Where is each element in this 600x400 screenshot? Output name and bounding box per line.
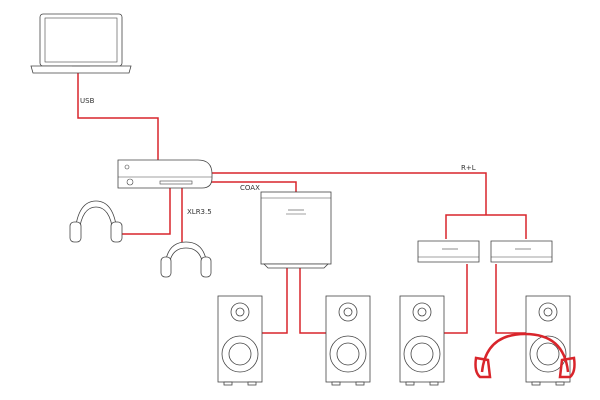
xlr-label: XLR3.5 — [187, 208, 212, 216]
amplifier-icon — [490, 240, 553, 263]
speaker-1-wire — [262, 264, 288, 334]
amp-split-wire — [445, 214, 527, 239]
speaker-icon — [399, 295, 445, 386]
headphones-icon — [474, 332, 576, 379]
speaker-3-wire — [438, 264, 468, 334]
r-plus-l-wire — [208, 172, 487, 215]
speaker-icon — [325, 295, 371, 386]
coax-converter-icon — [260, 191, 332, 269]
headphones-icon — [160, 241, 212, 278]
speaker-icon — [217, 295, 263, 386]
r-plus-l-label: R+L — [461, 164, 476, 172]
laptop-icon — [30, 13, 132, 74]
usb-wire — [77, 73, 159, 163]
wires — [77, 73, 527, 334]
dac-amp-icon — [117, 159, 213, 189]
usb-label: USB — [80, 97, 95, 105]
coax-label: COAX — [240, 184, 260, 192]
coax-wire — [208, 181, 297, 192]
headphones-icon — [69, 200, 123, 243]
speaker-icon — [525, 295, 571, 386]
headphone-1-wire — [118, 186, 171, 235]
amplifier-icon — [417, 240, 480, 263]
speaker-2-wire — [299, 264, 326, 334]
speaker-4-wire — [495, 264, 526, 334]
